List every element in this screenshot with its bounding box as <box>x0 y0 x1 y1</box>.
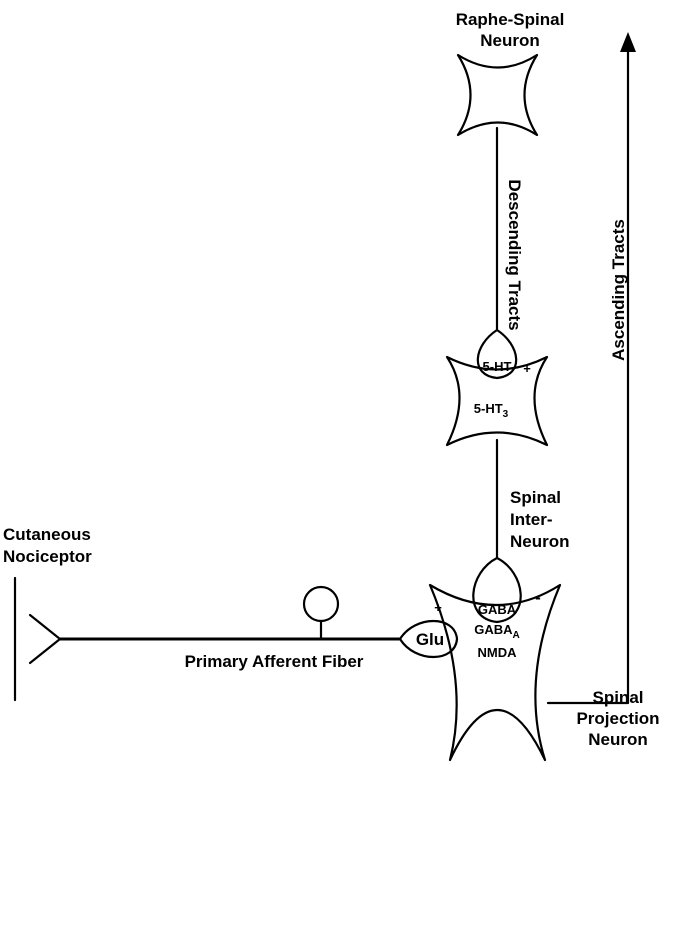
glu-label: Glu <box>416 630 444 649</box>
ascending-arrowhead <box>620 32 636 52</box>
5ht3-receptor-label: 5-HT3 <box>474 401 509 420</box>
raphe-label-line2: Neuron <box>480 31 540 50</box>
raphe-label-line1: Raphe-Spinal <box>456 10 565 29</box>
projection-label-line3: Neuron <box>588 730 648 749</box>
nociceptor-branch-top <box>30 615 60 639</box>
plus-sign-glu: + <box>434 600 442 615</box>
raphe-spinal-neuron-body <box>458 55 537 135</box>
nociceptor-branch-bottom <box>30 639 60 663</box>
cutaneous-label-line1: Cutaneous <box>3 525 91 544</box>
ascending-tracts-label: Ascending Tracts <box>609 219 628 361</box>
interneuron-label-line2: Inter- <box>510 510 553 529</box>
projection-label-line2: Projection <box>576 709 659 728</box>
gabaa-receptor-label: GABAA <box>474 622 520 641</box>
drg-cell-body <box>304 587 338 621</box>
descending-tracts-label: Descending Tracts <box>505 179 524 330</box>
projection-label-line1: Spinal <box>592 688 643 707</box>
interneuron-label-line1: Spinal <box>510 488 561 507</box>
nmda-receptor-label: NMDA <box>478 645 518 660</box>
5ht-terminal-label: 5-HT <box>483 359 512 374</box>
cutaneous-label-line2: Nociceptor <box>3 547 92 566</box>
interneuron-label-line3: Neuron <box>510 532 570 551</box>
ascending-axon <box>548 50 628 703</box>
primary-afferent-label: Primary Afferent Fiber <box>185 652 364 671</box>
